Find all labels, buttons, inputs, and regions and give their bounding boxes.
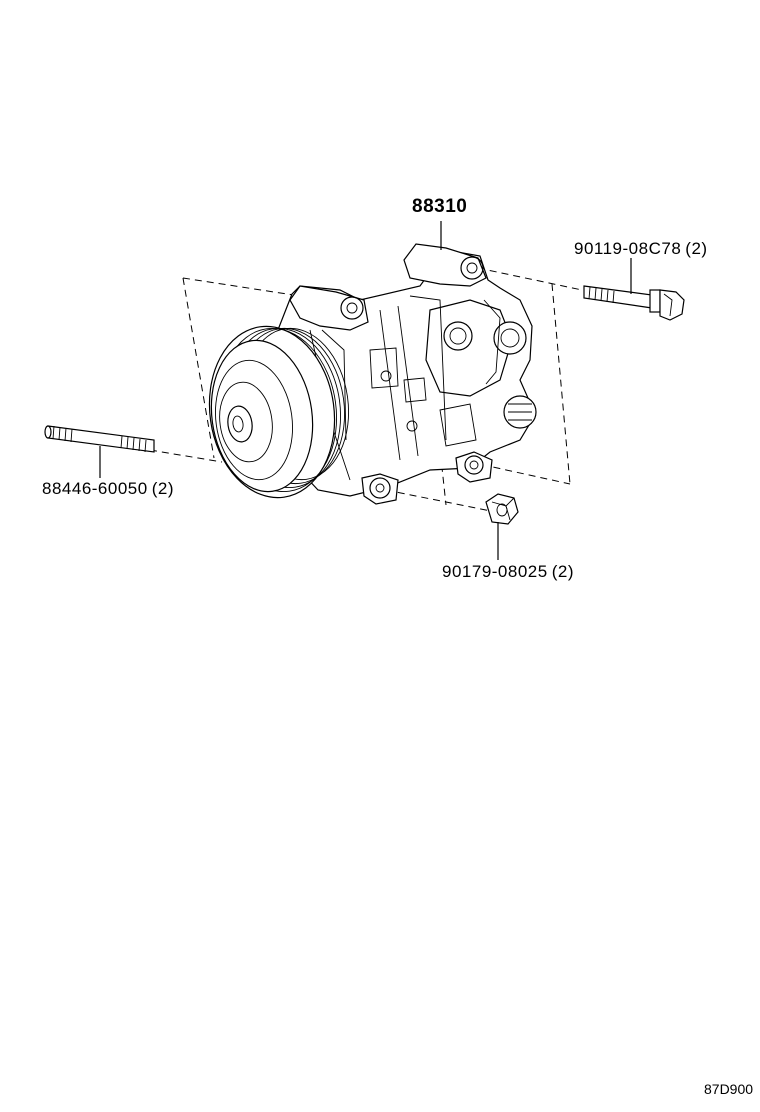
bolt-icon (583, 285, 685, 321)
stud-part-number: 88446-60050 (42, 479, 148, 498)
stud-quantity: (2) (152, 479, 174, 498)
nut-part-number: 90179-08025 (442, 562, 548, 581)
diagram-reference-code: 87D900 (704, 1081, 753, 1097)
nut-quantity: (2) (552, 562, 574, 581)
leader-lines (99, 221, 632, 560)
pulley-icon (208, 325, 350, 499)
bolt-part-number: 90119-08C78 (574, 239, 681, 258)
stud-icon (44, 425, 155, 453)
nut-icon (485, 493, 519, 525)
bolt-quantity: (2) (685, 239, 707, 258)
stud-part-label: 88446-60050(2) (42, 479, 174, 498)
nut-part-label: 90179-08025(2) (442, 562, 574, 581)
bolt-part-label: 90119-08C78(2) (574, 239, 708, 258)
compressor-part-number: 88310 (412, 196, 467, 217)
